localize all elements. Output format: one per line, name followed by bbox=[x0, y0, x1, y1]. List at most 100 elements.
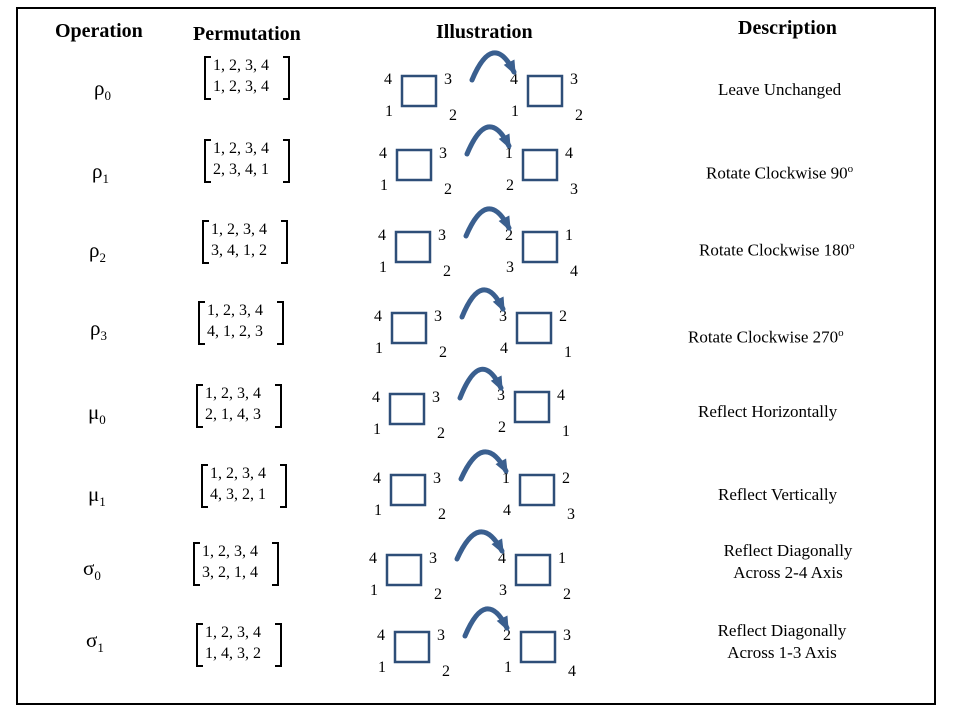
left-corner-label-tl: 4 bbox=[374, 308, 382, 325]
arrow-head bbox=[490, 375, 503, 392]
description-line: Across 1-3 Axis bbox=[702, 642, 862, 664]
operation-letter: ρ bbox=[94, 76, 105, 100]
permutation-bottom-row: 1, 2, 3, 4 bbox=[213, 78, 269, 95]
description-text: Rotate Clockwise 90 bbox=[706, 163, 848, 183]
right-bracket bbox=[277, 301, 284, 345]
left-square bbox=[393, 630, 431, 664]
permutation-matrix: 1, 2, 3, 4 4, 1, 2, 3 bbox=[198, 301, 284, 345]
left-square bbox=[389, 473, 427, 507]
right-corner-label-tl: 4 bbox=[498, 550, 506, 567]
left-square bbox=[390, 311, 428, 345]
operation-subscript: 0 bbox=[99, 412, 106, 427]
left-bracket bbox=[202, 220, 209, 264]
operation-symbol: σ0 bbox=[83, 556, 101, 584]
arrow-head bbox=[491, 538, 504, 555]
operation-letter: ρ bbox=[89, 238, 100, 262]
operation-description: Rotate Clockwise 270o bbox=[688, 322, 844, 349]
left-corner-label-br: 2 bbox=[438, 506, 446, 523]
right-bracket bbox=[283, 56, 290, 100]
arrow-head bbox=[498, 215, 511, 232]
right-corner-label-bl: 4 bbox=[503, 502, 511, 519]
right-square bbox=[526, 74, 564, 108]
operation-symbol: ρ1 bbox=[92, 159, 109, 187]
left-corner-label-tl: 4 bbox=[379, 145, 387, 162]
right-corner-label-br: 4 bbox=[568, 663, 576, 680]
right-corner-label-bl: 2 bbox=[498, 419, 506, 436]
operation-symbol: ρ2 bbox=[89, 238, 106, 266]
right-bracket bbox=[275, 623, 282, 667]
arrow-head bbox=[495, 458, 508, 475]
operation-letter: σ bbox=[83, 556, 95, 580]
left-corner-label-bl: 1 bbox=[370, 582, 378, 599]
description-line: Across 2-4 Axis bbox=[708, 562, 868, 584]
right-corner-label-tr: 2 bbox=[559, 308, 567, 325]
operation-subscript: 2 bbox=[99, 250, 106, 265]
description-text: Rotate Clockwise 270 bbox=[688, 327, 839, 347]
right-corner-label-bl: 2 bbox=[506, 177, 514, 194]
operation-symbol: σ1 bbox=[86, 628, 104, 656]
operation-letter: ρ bbox=[90, 316, 101, 340]
degree-superscript: o bbox=[849, 240, 855, 252]
right-square bbox=[513, 390, 551, 424]
left-corner-label-tl: 4 bbox=[378, 227, 386, 244]
description-line: Rotate Clockwise 270o bbox=[688, 322, 844, 349]
left-corner-label-br: 2 bbox=[442, 663, 450, 680]
description-line: Leave Unchanged bbox=[718, 79, 841, 101]
permutation-top-row: 1, 2, 3, 4 bbox=[210, 465, 266, 482]
degree-superscript: o bbox=[838, 327, 844, 339]
right-corner-label-tl: 1 bbox=[502, 470, 510, 487]
right-corner-label-tr: 4 bbox=[557, 387, 565, 404]
left-corner-label-tr: 3 bbox=[438, 227, 446, 244]
left-corner-label-tl: 4 bbox=[373, 470, 381, 487]
operation-subscript: 1 bbox=[97, 640, 104, 655]
description-line: Reflect Vertically bbox=[718, 484, 837, 506]
operation-letter: μ bbox=[88, 482, 100, 506]
left-corner-label-br: 2 bbox=[434, 586, 442, 603]
right-square bbox=[518, 473, 556, 507]
permutation-top-row: 1, 2, 3, 4 bbox=[202, 543, 258, 560]
right-corner-label-br: 2 bbox=[563, 586, 571, 603]
header-permutation: Permutation bbox=[193, 23, 301, 45]
operation-symbol: μ1 bbox=[88, 482, 106, 510]
operation-symbol: ρ0 bbox=[94, 76, 111, 104]
right-corner-label-br: 1 bbox=[564, 344, 572, 361]
left-corner-label-tl: 4 bbox=[372, 389, 380, 406]
right-corner-label-tl: 1 bbox=[505, 145, 513, 162]
left-corner-label-br: 2 bbox=[437, 425, 445, 442]
right-corner-label-tr: 2 bbox=[562, 470, 570, 487]
right-corner-label-br: 1 bbox=[562, 423, 570, 440]
left-corner-label-tl: 4 bbox=[369, 550, 377, 567]
left-corner-label-tr: 3 bbox=[429, 550, 437, 567]
right-corner-label-tr: 4 bbox=[565, 145, 573, 162]
left-corner-label-tr: 3 bbox=[432, 389, 440, 406]
permutation-top-row: 1, 2, 3, 4 bbox=[207, 302, 263, 319]
right-bracket bbox=[280, 464, 287, 508]
left-corner-label-bl: 1 bbox=[374, 502, 382, 519]
left-corner-label-bl: 1 bbox=[373, 421, 381, 438]
left-corner-label-br: 2 bbox=[444, 181, 452, 198]
left-corner-label-bl: 1 bbox=[385, 103, 393, 120]
operation-description: Reflect Horizontally bbox=[698, 401, 837, 423]
left-corner-label-bl: 1 bbox=[380, 177, 388, 194]
left-square bbox=[400, 74, 438, 108]
operation-description: Rotate Clockwise 90o bbox=[706, 158, 853, 185]
right-square bbox=[515, 311, 553, 345]
right-corner-label-tl: 2 bbox=[505, 227, 513, 244]
left-bracket bbox=[204, 56, 211, 100]
arrow-head bbox=[496, 615, 509, 632]
left-corner-label-tr: 3 bbox=[437, 627, 445, 644]
arrow-head bbox=[492, 296, 505, 313]
left-bracket bbox=[201, 464, 208, 508]
right-corner-label-bl: 1 bbox=[504, 659, 512, 676]
right-corner-label-bl: 3 bbox=[499, 582, 507, 599]
description-text: Reflect Diagonally bbox=[717, 621, 847, 640]
right-corner-label-tl: 3 bbox=[499, 308, 507, 325]
figure-frame bbox=[16, 7, 936, 705]
permutation-bottom-row: 4, 1, 2, 3 bbox=[207, 323, 263, 340]
header-illustration: Illustration bbox=[436, 21, 533, 43]
right-square bbox=[521, 230, 559, 264]
